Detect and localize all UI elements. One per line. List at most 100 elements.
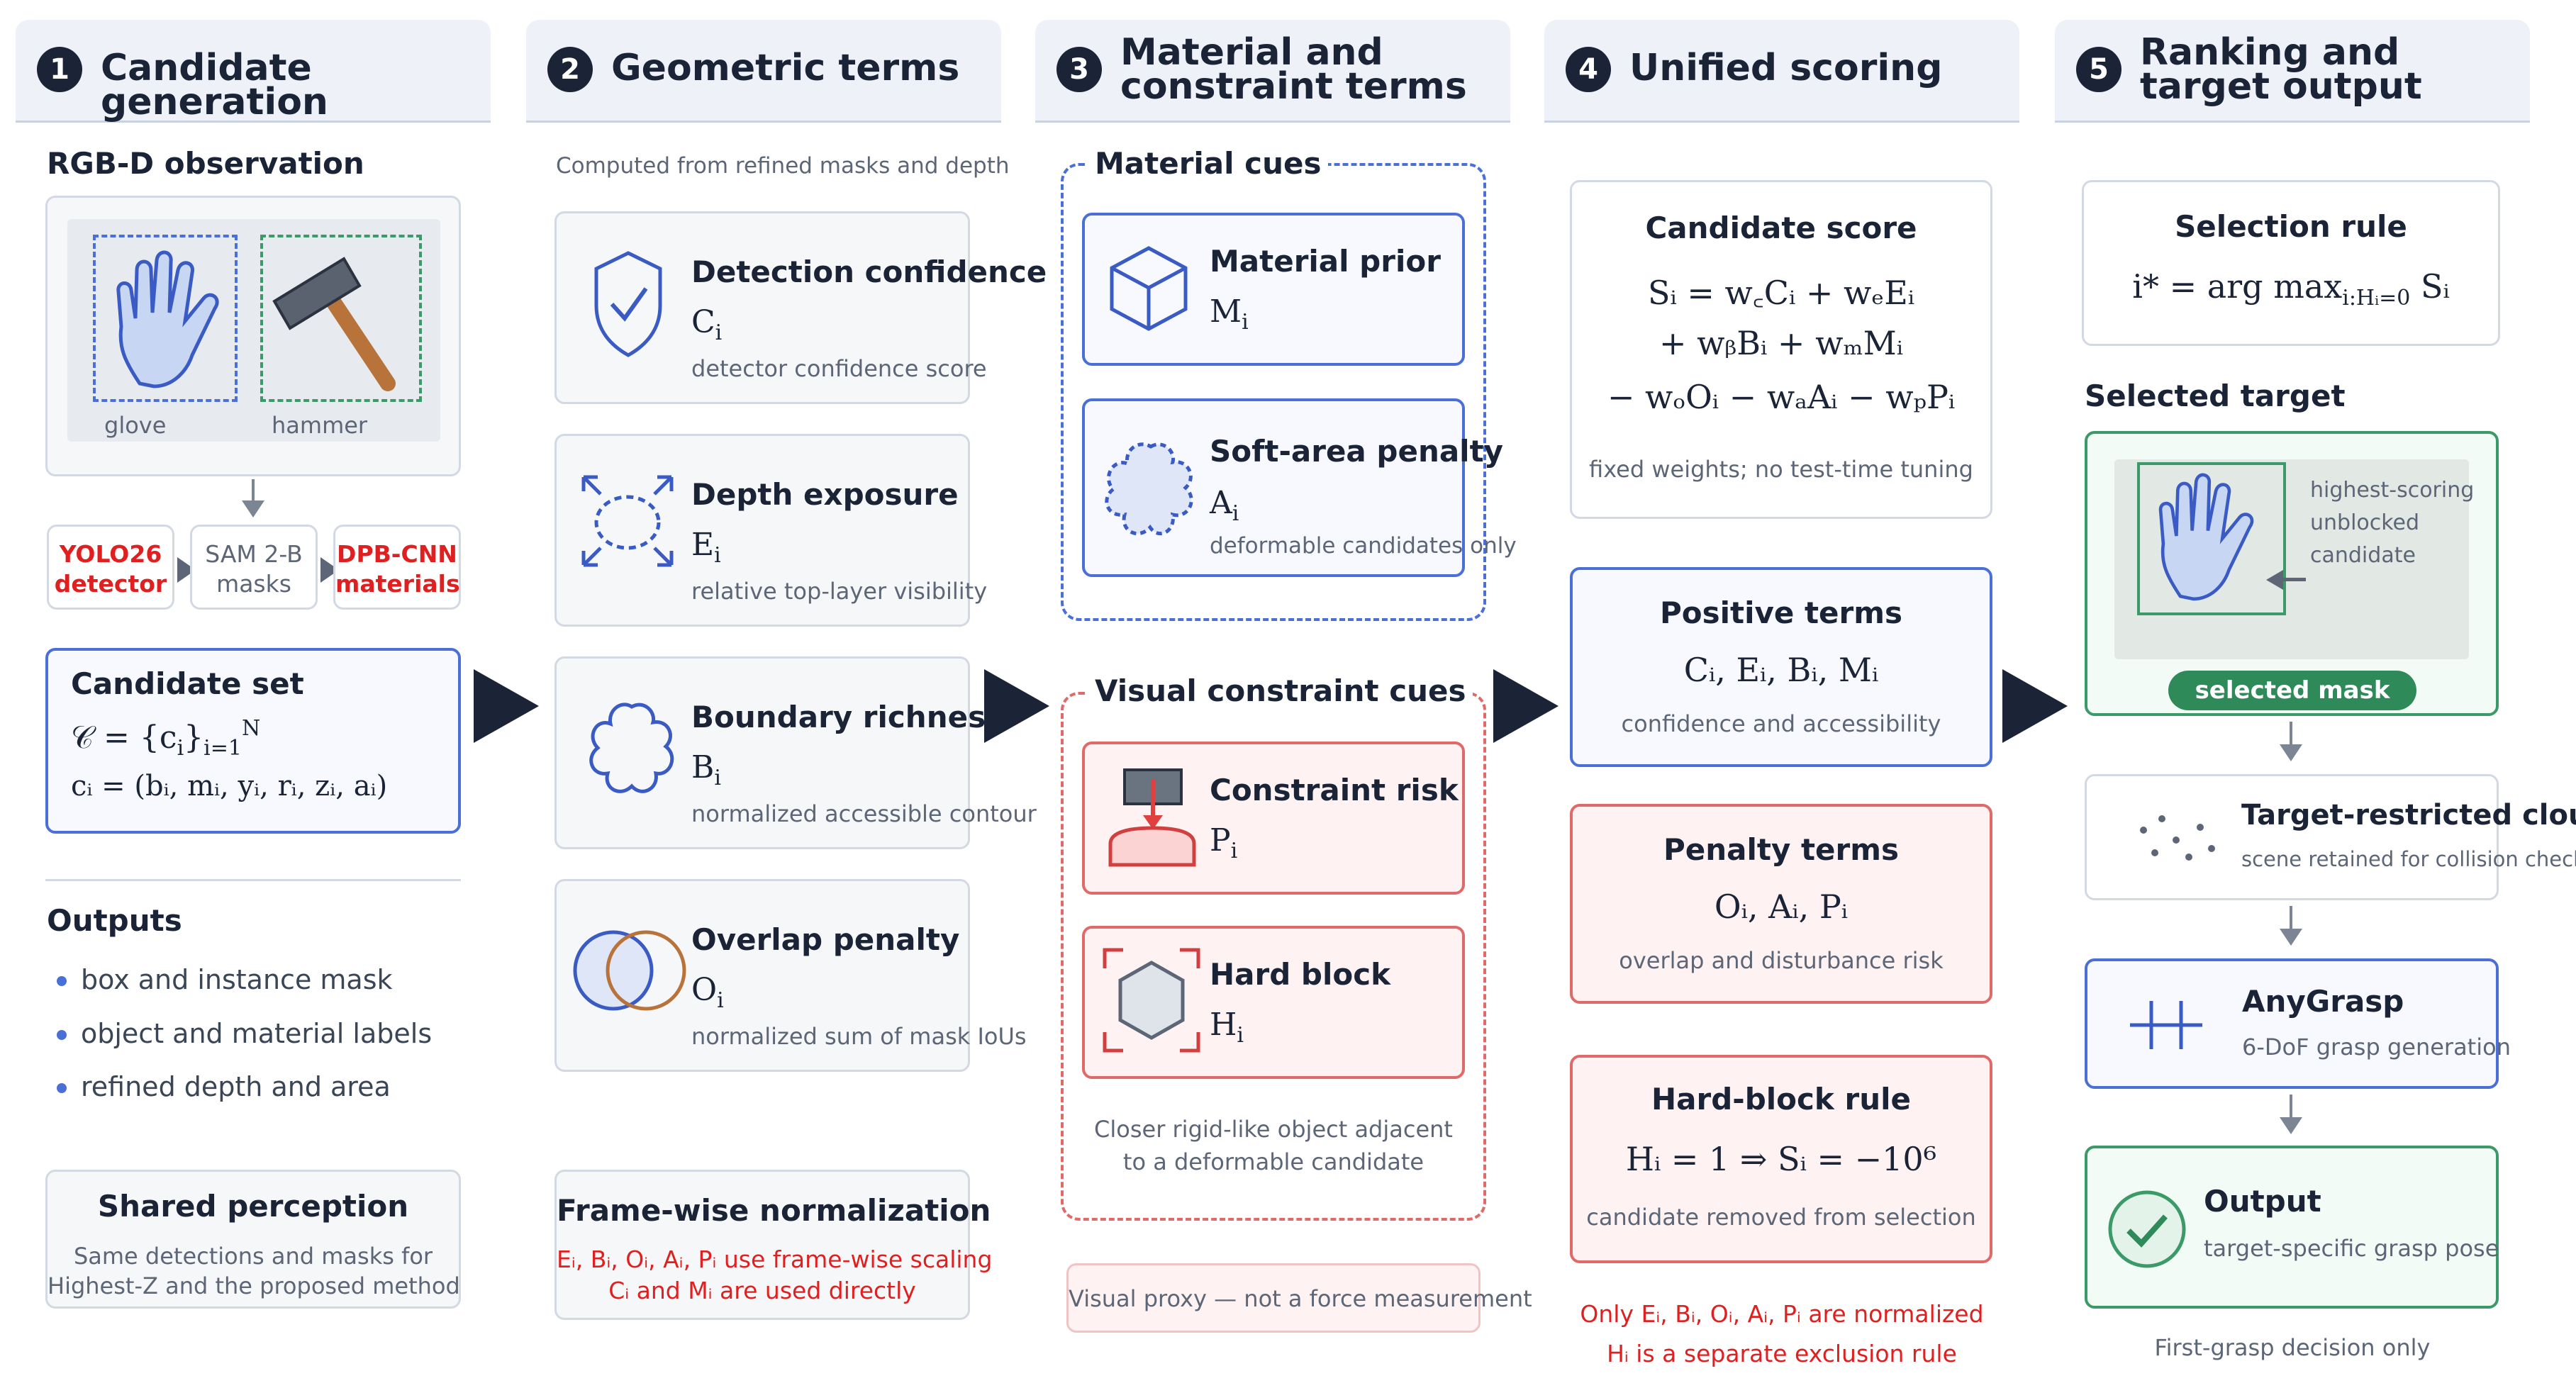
overlap-penalty-box: Overlap penalty Oi normalized sum of mas…	[554, 879, 1027, 1072]
column-header-2: 2 Geometric terms	[526, 20, 1001, 123]
candidate-set-formula: 𝒞 = {ci}i=1N	[71, 716, 261, 761]
target-cloud-title: Target-restricted cloud	[2241, 799, 2576, 832]
candidate-score-eq-1: Sᵢ = w꜀Cᵢ + wₑEᵢ	[1647, 274, 1915, 312]
output-item-1: box and instance mask	[81, 964, 393, 995]
column-title-2: Geometric terms	[611, 47, 960, 89]
depth-exposure-box: Depth exposure Ei relative top-layer vis…	[554, 434, 987, 627]
first-grasp-note: First-grasp decision only	[2154, 1334, 2431, 1361]
hammer-bbox	[260, 235, 422, 402]
overlap-penalty-symbol: Oi	[691, 972, 724, 1013]
hard-block-rule-box: Hard-block rule Hᵢ = 1 ⇒ Sᵢ = −10⁶ candi…	[1570, 1055, 1992, 1263]
selected-mask-badge: selected mask	[2168, 671, 2416, 710]
depth-exposure-symbol: Ei	[691, 527, 721, 568]
material-prior-title: Material prior	[1210, 244, 1441, 279]
candidate-score-note: fixed weights; no test-time tuning	[1589, 456, 1973, 483]
observation-title: RGB-D observation	[47, 146, 364, 181]
output-bullet-3	[57, 1083, 67, 1093]
stacked-pressure-icon	[1108, 768, 1196, 867]
output-bullet-1	[57, 976, 67, 986]
constraint-risk-box: Constraint risk Pi	[1082, 741, 1465, 895]
visual-constraint-note-1: Closer rigid-like object adjacent	[1094, 1116, 1453, 1143]
selected-glove-icon	[2158, 473, 2254, 601]
visual-proxy-box: Visual proxy — not a force measurement	[1066, 1263, 1532, 1333]
column-header-5: 5 Ranking and target output	[2055, 20, 2530, 123]
hard-block-box: Hard block Hi	[1082, 926, 1465, 1079]
selection-rule-box: Selection rule i* = arg maxi:Hᵢ=0 Sᵢ	[2082, 180, 2500, 346]
output-bullet-2	[57, 1030, 67, 1040]
flow-arrow-4	[2002, 669, 2068, 743]
outputs-title: Outputs	[47, 903, 182, 938]
boundary-richness-note: normalized accessible contour	[691, 800, 1037, 827]
boundary-richness-symbol: Bi	[691, 749, 721, 790]
visual-constraint-title: Visual constraint cues	[1088, 673, 1473, 708]
column-header-3: 3 Material and constraint terms	[1035, 20, 1510, 123]
soft-area-note: deformable candidates only	[1210, 533, 1517, 559]
flow-arrow-1	[474, 669, 539, 743]
flow-arrow-3	[1493, 669, 1559, 743]
soft-area-title: Soft-area penalty	[1210, 434, 1504, 469]
selected-note-1: highest-scoring	[2310, 478, 2475, 503]
candidate-tuple: cᵢ = (bᵢ, mᵢ, yᵢ, rᵢ, zᵢ, aᵢ)	[71, 770, 388, 802]
anygrasp-box: AnyGrasp 6-DoF grasp generation	[2085, 958, 2511, 1089]
output-item-2: object and material labels	[81, 1018, 433, 1049]
flow-arrow-2	[984, 669, 1049, 743]
normalization-note-1: Only Eᵢ, Bᵢ, Oᵢ, Aᵢ, Pᵢ are normalized	[1580, 1300, 1984, 1328]
grasp-icon	[2130, 1001, 2202, 1049]
shield-check-icon	[594, 251, 662, 357]
pipeline-sam-label: SAM 2-B masks	[205, 540, 303, 598]
detection-confidence-title: Detection confidence	[691, 254, 1047, 289]
check-circle-icon	[2108, 1190, 2186, 1268]
selection-rule-title: Selection rule	[2175, 209, 2407, 244]
column-title-4: Unified scoring	[1629, 47, 1943, 89]
expand-arrows-icon	[581, 475, 674, 567]
pipeline-yolo: YOLO26 detector	[47, 525, 174, 610]
candidate-score-eq-3: − wₒOᵢ − wₐAᵢ − wₚPᵢ	[1607, 378, 1956, 416]
selection-pointer-line	[2282, 578, 2306, 581]
material-cues-title: Material cues	[1088, 146, 1329, 181]
detection-confidence-note: detector confidence score	[691, 355, 987, 382]
visual-constraint-note-2: to a deformable candidate	[1122, 1148, 1424, 1175]
hard-block-rule-note: candidate removed from selection	[1586, 1204, 1976, 1231]
penalty-terms-title: Penalty terms	[1663, 832, 1900, 867]
frame-normalization-line-2: Cᵢ and Mᵢ are used directly	[608, 1277, 916, 1304]
overlap-penalty-note: normalized sum of mask IoUs	[691, 1023, 1027, 1050]
constraint-risk-symbol: Pi	[1210, 822, 1238, 863]
material-prior-box: Material prior Mi	[1082, 213, 1465, 366]
shared-perception-box: Shared perception Same detections and ma…	[45, 1170, 461, 1309]
blocked-hexagon-icon	[1103, 948, 1200, 1053]
output-item-3: refined depth and area	[81, 1071, 391, 1102]
hard-block-title: Hard block	[1210, 957, 1391, 992]
frame-normalization-title: Frame-wise normalization	[557, 1193, 991, 1228]
hard-block-symbol: Hi	[1210, 1007, 1244, 1048]
step-badge-4: 4	[1566, 47, 1611, 92]
positive-terms-title: Positive terms	[1659, 595, 1903, 630]
obs-connector-head	[242, 500, 264, 517]
pipeline-yolo-label: YOLO26 detector	[54, 540, 167, 598]
visual-proxy-note: Visual proxy — not a force measurement	[1069, 1285, 1532, 1312]
candidate-set-box: Candidate set 𝒞 = {ci}i=1N cᵢ = (bᵢ, mᵢ,…	[45, 648, 461, 834]
connector-5c	[2290, 1095, 2292, 1120]
positive-terms-box: Positive terms Cᵢ, Eᵢ, Bᵢ, Mᵢ confidence…	[1570, 567, 1992, 767]
geometric-intro: Computed from refined masks and depth	[556, 153, 1010, 179]
output-note: target-specific grasp pose	[2204, 1235, 2499, 1262]
positive-terms-symbols: Cᵢ, Eᵢ, Bᵢ, Mᵢ	[1683, 651, 1879, 689]
selected-target-title: Selected target	[2085, 379, 2346, 413]
connector-5b-head	[2280, 929, 2302, 946]
selected-note-2: unblocked	[2310, 510, 2420, 535]
glove-icon	[116, 250, 219, 388]
candidate-score-eq-2: + wᵦBᵢ + wₘMᵢ	[1658, 324, 1904, 362]
pipeline-sam: SAM 2-B masks	[190, 525, 318, 610]
shared-perception-note-1: Same detections and masks for	[73, 1243, 433, 1270]
selected-note-3: candidate	[2310, 543, 2416, 568]
boundary-richness-title: Boundary richness	[691, 700, 1004, 734]
column-header-4: 4 Unified scoring	[1544, 20, 2019, 123]
positive-terms-note: confidence and accessibility	[1621, 710, 1941, 737]
selected-mask-label: selected mask	[2195, 676, 2390, 705]
penalty-terms-box: Penalty terms Oᵢ, Aᵢ, Pᵢ overlap and dis…	[1570, 804, 1992, 1004]
selection-pointer-icon	[2266, 570, 2283, 590]
column-title-1: Candidate generation	[101, 47, 328, 123]
frame-normalization-line-1: Eᵢ, Bᵢ, Oᵢ, Aᵢ, Pᵢ use frame-wise scalin…	[557, 1246, 993, 1273]
output-box: Output target-specific grasp pose	[2085, 1146, 2499, 1309]
hard-block-rule-eq: Hᵢ = 1 ⇒ Sᵢ = −10⁶	[1625, 1140, 1937, 1178]
column-title-3: Material and constraint terms	[1120, 31, 1467, 108]
